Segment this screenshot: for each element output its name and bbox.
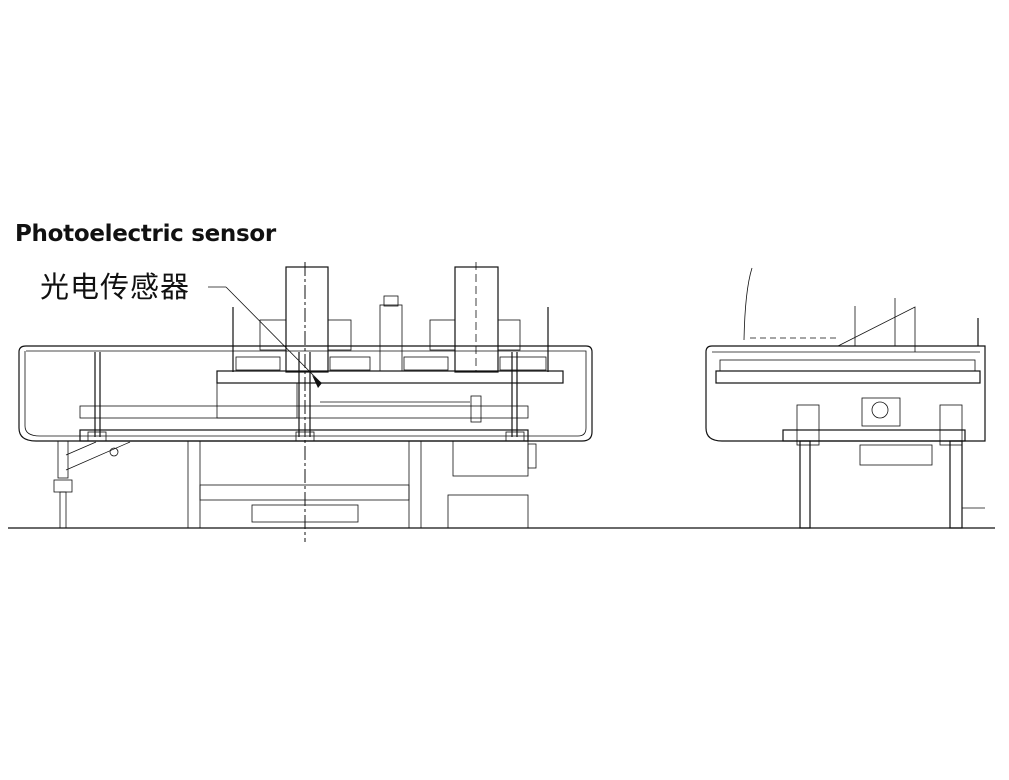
front-view-machine bbox=[18, 262, 593, 542]
side-view-machine bbox=[705, 267, 986, 529]
sensor-callout-label: 光电传感器 bbox=[40, 270, 191, 304]
callout-leader bbox=[208, 286, 322, 388]
caption-title: Photoelectric sensor bbox=[15, 221, 276, 247]
